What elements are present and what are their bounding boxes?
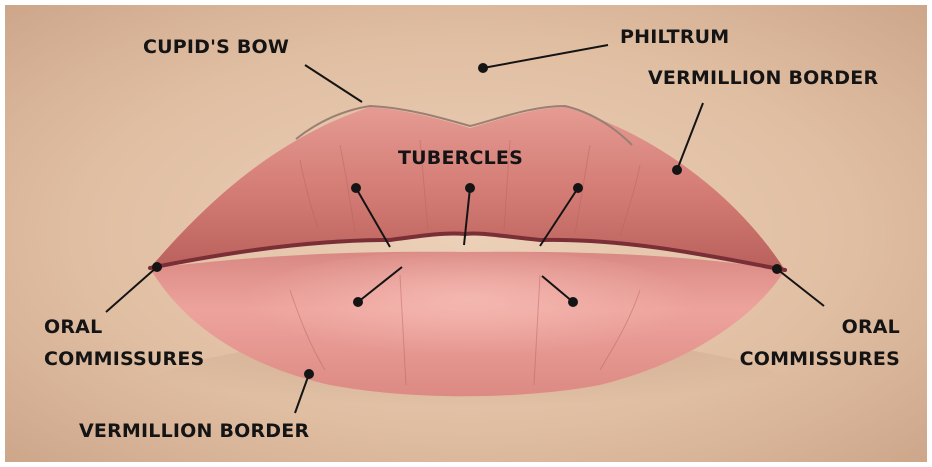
- dot-tubercle-right: [573, 183, 583, 193]
- dot-oral-left: [152, 262, 162, 272]
- label-vermillion-border-top: VERMILLION BORDER: [648, 69, 878, 88]
- label-oral-right-line2: COMMISSURES: [718, 343, 900, 375]
- label-cupids-bow: CUPID'S BOW: [143, 38, 289, 57]
- label-oral-right-line1: ORAL: [718, 311, 900, 343]
- label-tubercles: TUBERCLES: [398, 149, 523, 168]
- label-oral-commissures-left: ORAL COMMISSURES: [44, 311, 204, 375]
- dot-oral-right: [772, 264, 782, 274]
- dot-vermillion-top: [672, 165, 682, 175]
- dot-tubercle-left: [351, 183, 361, 193]
- dot-philtrum: [478, 63, 488, 73]
- label-philtrum: PHILTRUM: [620, 28, 729, 47]
- label-vermillion-border-bottom: VERMILLION BORDER: [79, 422, 309, 441]
- label-oral-left-line2: COMMISSURES: [44, 343, 204, 375]
- dot-tubercle-center: [465, 183, 475, 193]
- label-oral-left-line1: ORAL: [44, 311, 204, 343]
- label-oral-commissures-right: ORAL COMMISSURES: [718, 311, 900, 375]
- dot-lower-left: [353, 297, 363, 307]
- dot-lower-right: [568, 297, 578, 307]
- lower-lip-highlight: [240, 250, 700, 360]
- dot-vermillion-bottom: [304, 369, 314, 379]
